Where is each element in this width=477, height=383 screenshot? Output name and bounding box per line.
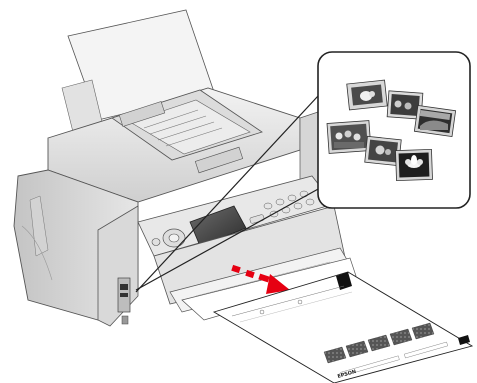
photo-group (327, 121, 371, 154)
memory-card-slot (118, 278, 130, 324)
photo-landscape (414, 105, 455, 136)
photo-flower (395, 149, 432, 180)
photo-dog (347, 80, 388, 110)
callout-box (318, 52, 470, 208)
navigation-dial-icon (163, 229, 185, 247)
